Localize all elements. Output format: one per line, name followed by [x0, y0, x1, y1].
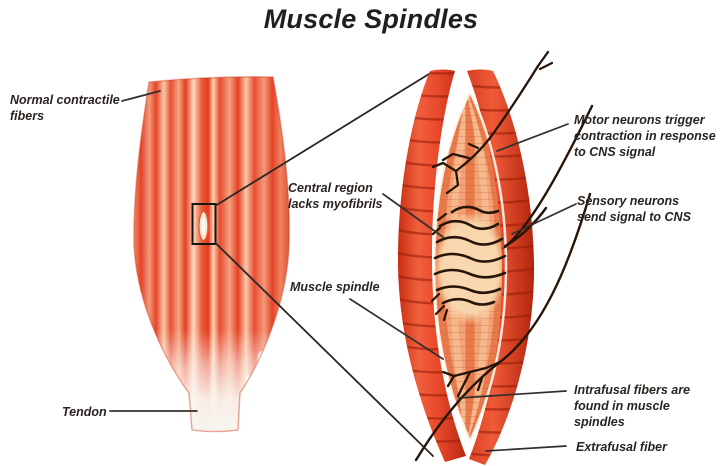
label-sensory-neurons: Sensory neurons send signal to CNS — [577, 194, 691, 224]
leader-normal-contractile — [121, 90, 161, 102]
spindle-capsule-outline — [432, 89, 508, 444]
extrafusal-fiber-right — [467, 69, 535, 465]
label-tendon: Tendon — [62, 405, 107, 419]
diagram-title: Muscle Spindles — [263, 4, 479, 34]
sensory-nerve-endings — [430, 205, 507, 322]
zoom-connector-lines — [214, 73, 434, 457]
label-central-region: Central region lacks myofibrils — [288, 181, 383, 211]
tendon-region — [133, 300, 290, 432]
spindle-detail-illustration — [398, 50, 594, 465]
leader-motor-neurons — [496, 123, 569, 152]
nerve-axons — [414, 50, 594, 462]
label-normal-contractile-fibers: Normal contractile fibers — [10, 93, 120, 123]
zoom-rectangle — [191, 203, 217, 245]
leader-muscle-spindle — [349, 298, 444, 360]
motor-nerve-branches-bottom — [441, 360, 502, 398]
leader-central-region — [382, 193, 444, 238]
leader-intrafusal — [458, 390, 567, 399]
label-intrafusal-fibers: Intrafusal fibers are found in muscle sp… — [574, 383, 691, 429]
leader-extrafusal — [485, 445, 567, 452]
label-muscle-spindle: Muscle spindle — [290, 280, 380, 294]
whole-muscle-illustration — [133, 75, 291, 433]
leader-lines — [109, 90, 577, 452]
intrafusal-fiber-bundle — [434, 92, 506, 441]
motor-nerve-branches-top — [431, 136, 492, 195]
label-motor-neurons: Motor neurons trigger contraction in res… — [574, 113, 716, 159]
leader-sensory-neurons — [511, 203, 577, 235]
label-extrafusal-fiber: Extrafusal fiber — [576, 440, 668, 454]
extrafusal-fiber-left — [398, 69, 466, 462]
central-region — [434, 211, 506, 325]
